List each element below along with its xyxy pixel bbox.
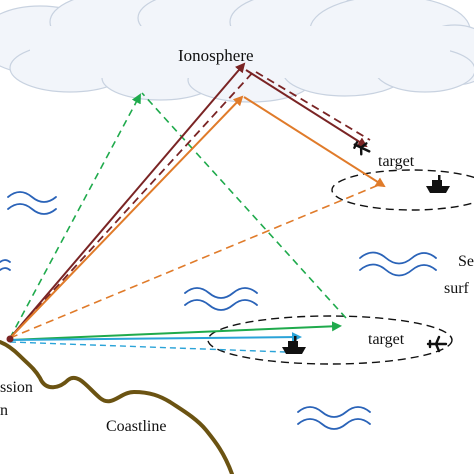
target-label-upper: target <box>378 153 415 170</box>
green-surface-ray <box>9 321 342 341</box>
aircraft-icon <box>353 141 371 156</box>
brown-solid-down-ray <box>245 69 368 148</box>
green-dashed-up-ray <box>9 93 141 339</box>
sea-surface-label-line1: Se <box>458 253 474 270</box>
transmitter-point <box>6 335 14 343</box>
aircraft-icon <box>426 335 448 353</box>
transmission-label-line2: n <box>0 402 8 419</box>
brown-dashed-up-ray <box>9 69 256 339</box>
blue-dashed-surface-ray <box>9 341 287 353</box>
target-label-lower: target <box>368 331 405 348</box>
coastline-label: Coastline <box>106 418 167 435</box>
brown-dashed-down-ray <box>255 71 371 141</box>
orange-solid-up-ray <box>9 95 244 339</box>
orange-solid-down-ray <box>243 96 386 188</box>
wave-icon <box>184 287 258 311</box>
wave-icon <box>0 259 11 271</box>
ship-icon <box>282 336 306 354</box>
sea-surface-label-line2: surf <box>444 280 469 297</box>
target-region-upper <box>331 169 474 211</box>
wave-icon <box>359 251 437 277</box>
orange-dashed-ray <box>9 183 382 339</box>
ionosphere-label: Ionosphere <box>178 46 254 65</box>
blue-surface-ray <box>9 332 302 343</box>
ship-icon <box>426 175 450 193</box>
brown-solid-up-ray <box>9 62 246 339</box>
coastline-path <box>0 340 234 474</box>
green-dashed-down-ray <box>141 92 347 319</box>
transmission-label-line1: ssion <box>0 379 33 396</box>
wave-icon <box>297 406 371 430</box>
target-region-lower <box>207 315 453 365</box>
wave-icon <box>7 191 57 215</box>
